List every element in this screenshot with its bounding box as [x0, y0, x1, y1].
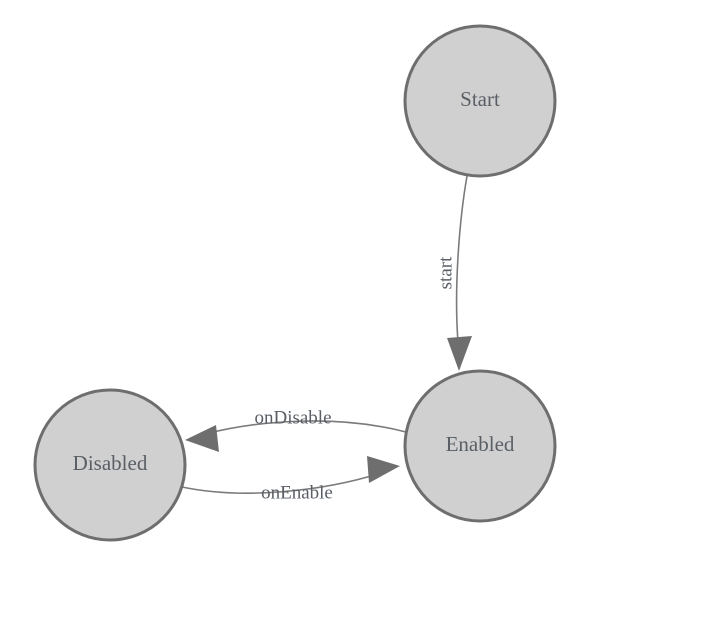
arrowhead-into-disabled: [185, 425, 219, 452]
node-disabled[interactable]: Disabled: [33, 388, 187, 542]
arrowhead-into-enabled-left: [367, 456, 400, 483]
node-disabled-circle: [33, 388, 187, 542]
edge-enabled-to-disabled-path: [200, 420, 407, 436]
edge-disabled-to-enabled[interactable]: [181, 456, 400, 494]
arrowhead-into-enabled-top: [447, 336, 472, 371]
edge-start-to-enabled[interactable]: [447, 175, 472, 371]
edge-enabled-to-disabled[interactable]: [185, 420, 407, 452]
node-disabled-label: Disabled: [73, 451, 148, 475]
edge-label-on-disable: onDisable: [254, 407, 331, 428]
edge-label-on-enable: onEnable: [261, 482, 333, 503]
node-enabled-circle: [403, 369, 557, 523]
edge-start-to-enabled-path: [455, 175, 468, 343]
node-enabled[interactable]: Enabled: [403, 369, 557, 523]
node-start-label: Start: [460, 87, 500, 111]
node-start-circle: [403, 24, 557, 178]
edge-label-start: start: [435, 256, 456, 289]
edge-disabled-to-enabled-path: [181, 472, 382, 494]
node-start[interactable]: Start: [403, 24, 557, 178]
node-enabled-label: Enabled: [446, 432, 515, 456]
